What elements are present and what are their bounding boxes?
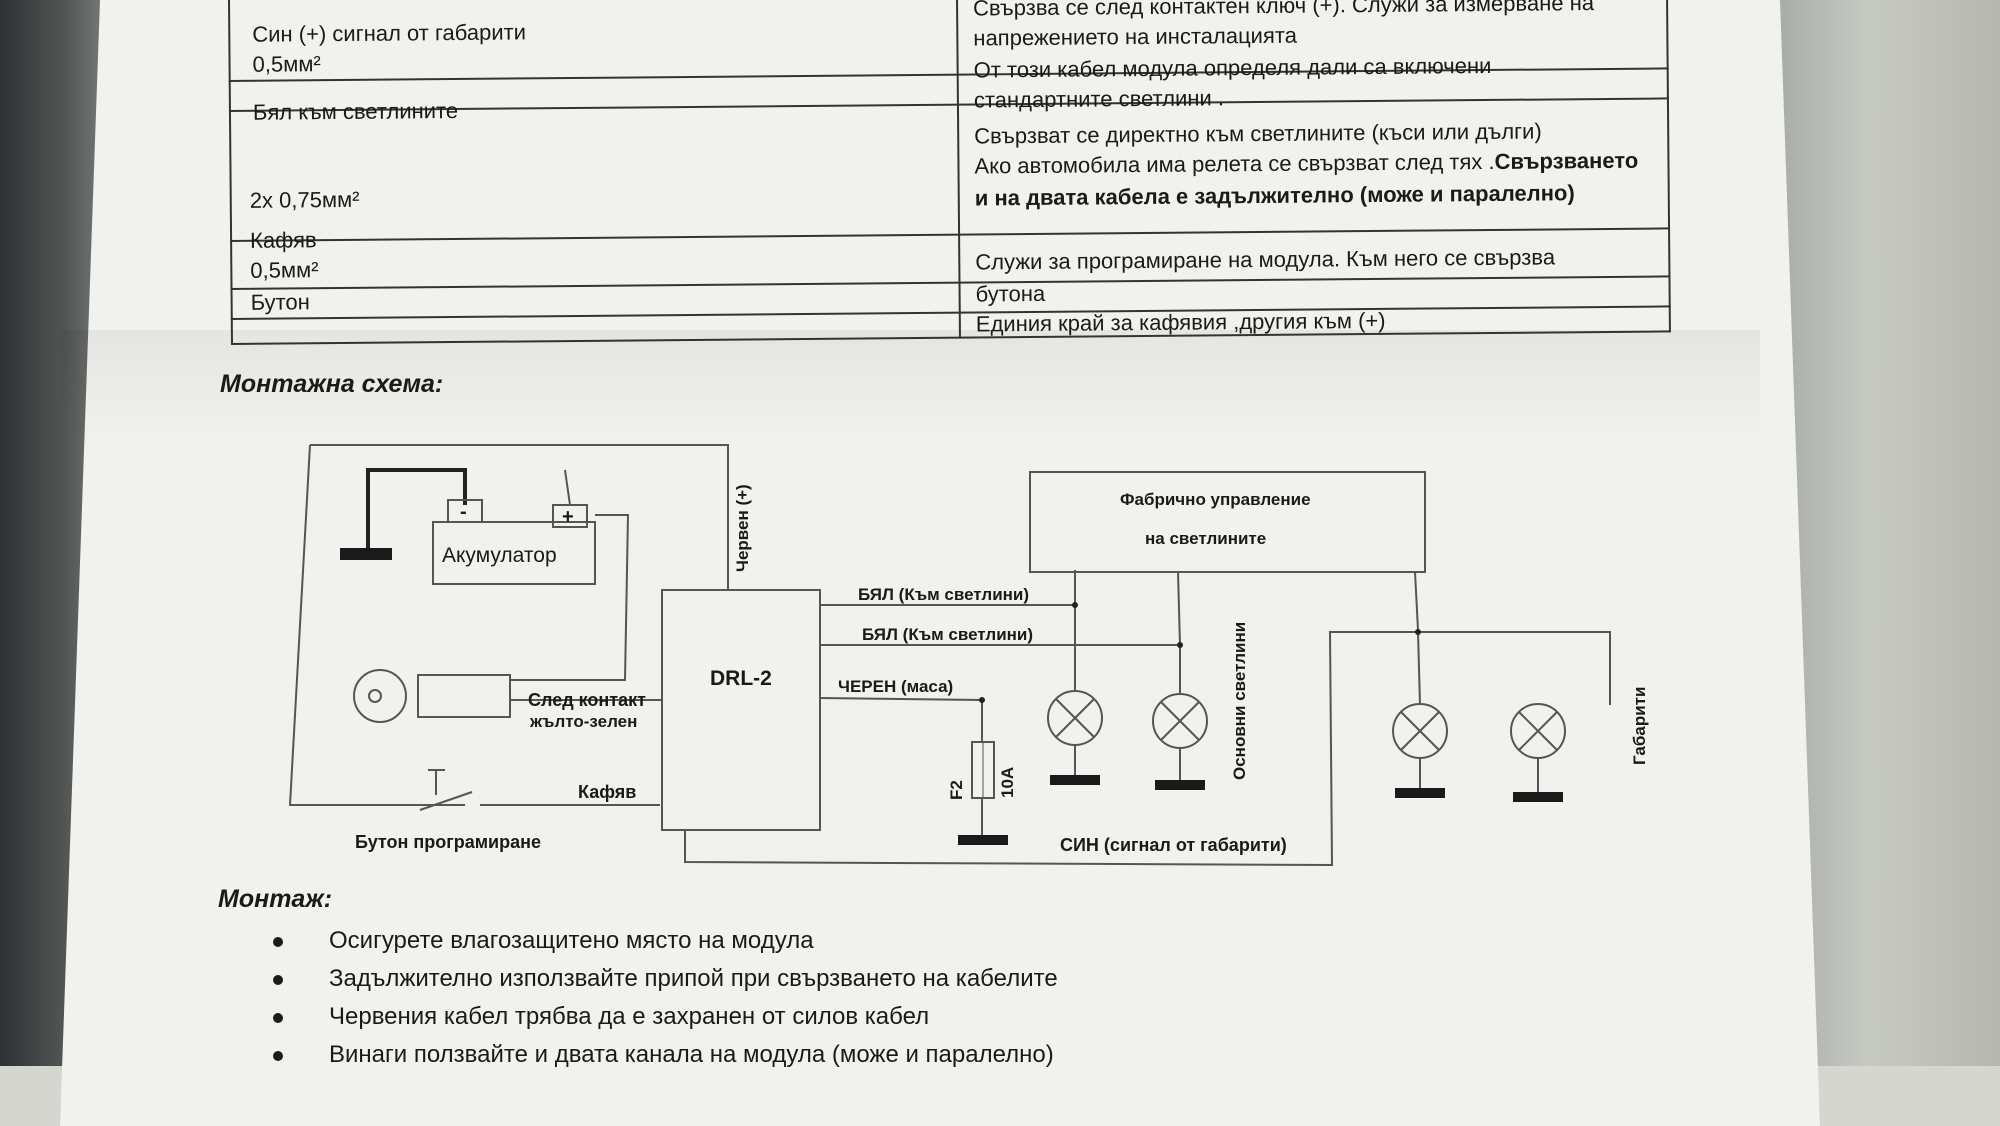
bullet-icon <box>273 937 283 947</box>
white-wire-1-label: БЯЛ (Към светлини) <box>858 585 1029 604</box>
ground-symbol <box>1155 780 1205 790</box>
fuse-rating-label: 10A <box>998 767 1017 798</box>
lamp-main-2 <box>1152 693 1208 749</box>
fuse-name-label: F2 <box>947 780 966 800</box>
ground-symbol <box>340 548 392 560</box>
white-wire-2-label: БЯЛ (Към светлини) <box>862 625 1033 644</box>
red-wire-label: Червен (+) <box>733 484 752 572</box>
parking-lights-label: Габарити <box>1630 687 1649 765</box>
ignition-key-body <box>417 674 511 718</box>
junction-dot <box>979 697 985 703</box>
battery-plus-terminal <box>552 504 588 528</box>
bullet-icon <box>273 1013 283 1023</box>
lamp-parking-2 <box>1510 703 1566 759</box>
paper-sheet <box>60 0 1820 1126</box>
mounting-heading: Монтаж: <box>218 885 333 913</box>
blue-wire-label: СИН (сигнал от габарити) <box>1060 835 1287 855</box>
frame-wire-left <box>288 444 465 806</box>
ground-wire <box>366 468 467 548</box>
factory-light-control <box>1029 471 1426 573</box>
battery-plus-label: + <box>562 506 574 528</box>
list-item: Задължително използвайте припой при свър… <box>265 960 1058 998</box>
battery-minus-terminal <box>447 499 483 523</box>
ignition-key-head <box>353 669 407 723</box>
programming-button-symbol <box>419 769 473 811</box>
brown-wire-label: Кафяв <box>578 782 636 802</box>
red-wire <box>310 444 729 590</box>
list-item-text: Винаги ползвайте и двата канала на модул… <box>329 1041 1054 1068</box>
mounting-list: Осигурете влагозащитено място на модула … <box>265 922 1058 1074</box>
lamp-main-1 <box>1047 690 1103 746</box>
drl-module-label: DRL-2 <box>710 667 772 690</box>
bullet-icon <box>273 975 283 985</box>
list-item-text: Задължително използвайте припой при свър… <box>329 965 1058 992</box>
factory-link-3 <box>1414 571 1419 631</box>
programming-button-label: Бутон програмиране <box>355 832 541 852</box>
black-wire <box>819 697 983 742</box>
list-item-text: Осигурете влагозащитено място на модула <box>329 927 814 954</box>
battery-plus-wire <box>564 469 571 506</box>
background-right <box>1780 0 2000 1126</box>
list-item-text: Червения кабел трябва да е захранен от с… <box>329 1003 930 1030</box>
battery-label: Акумулатор <box>442 544 557 567</box>
parking-lamp-wire <box>1417 631 1421 706</box>
junction-dot <box>1415 629 1421 635</box>
battery-box <box>432 521 596 585</box>
ground-symbol <box>958 835 1008 845</box>
blue-wire <box>684 631 1611 867</box>
schematic-heading: Монтажна схема: <box>220 370 444 398</box>
ignition-wire <box>510 514 630 681</box>
list-item: Винаги ползвайте и двата канала на модул… <box>265 1036 1058 1074</box>
lamp-parking-1 <box>1392 703 1448 759</box>
list-item: Червения кабел трябва да е захранен от с… <box>265 998 1058 1036</box>
factory-link-2 <box>1177 571 1181 646</box>
factory-label-1: Фабрично управление <box>1120 490 1311 509</box>
paper-fold <box>60 330 1760 450</box>
drl-module <box>661 589 821 831</box>
battery-minus-label: - <box>460 501 467 523</box>
list-item: Осигурете влагозащитено място на модула <box>265 922 1058 960</box>
bullet-icon <box>273 1051 283 1061</box>
ignition-key-hole <box>368 689 382 703</box>
main-lights-label: Основни светлини <box>1230 622 1249 780</box>
black-wire-label: ЧЕРЕН (маса) <box>838 677 953 696</box>
ground-symbol <box>1395 788 1445 798</box>
ignition-label-1: След контакт <box>528 690 646 710</box>
factory-label-2: на светлините <box>1145 529 1266 548</box>
junction-dot <box>1177 642 1183 648</box>
ground-symbol <box>1513 792 1563 802</box>
junction-dot <box>1072 602 1078 608</box>
ground-symbol <box>1050 775 1100 785</box>
ignition-label-2: жълто-зелен <box>529 712 637 731</box>
